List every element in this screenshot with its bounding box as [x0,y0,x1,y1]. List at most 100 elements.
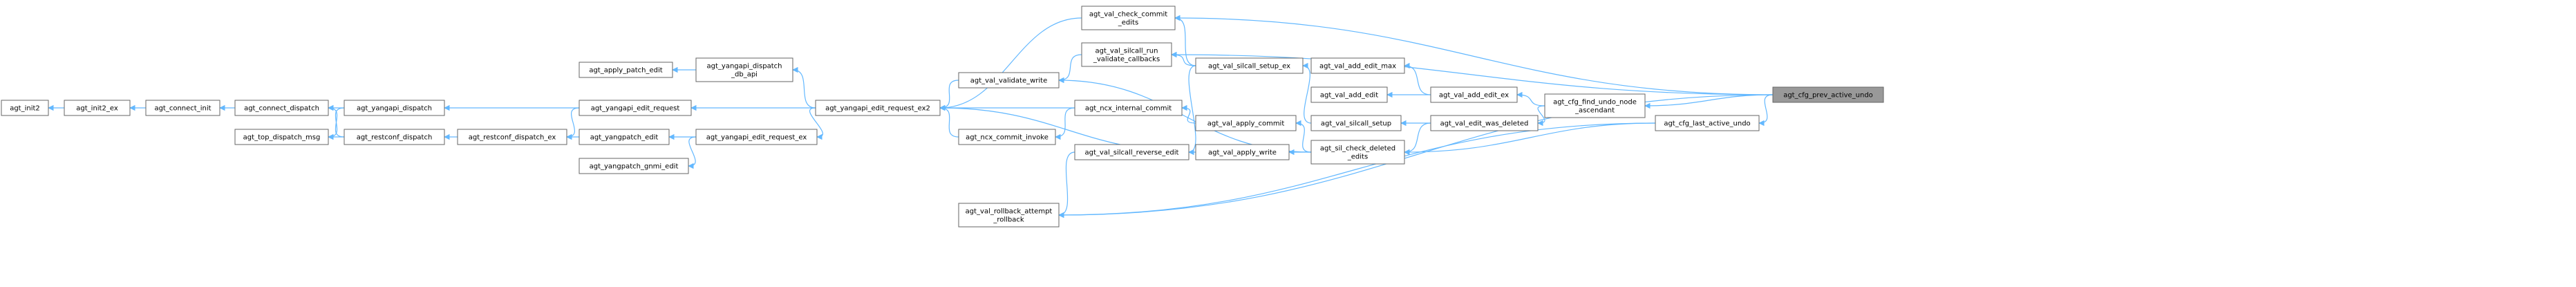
node-label: agt_sil_check_deleted [1320,145,1395,153]
node-box [1,100,49,116]
node-box [958,203,1060,228]
node-agt-val-edit-was-deleted[interactable]: agt_val_edit_was_deleted [1430,115,1539,131]
node-label: agt_yangapi_edit_request_ex [706,134,807,142]
call-edge [1058,122,1656,219]
node-label: agt_val_silcall_setup [1321,120,1391,128]
call-edge [1188,65,1196,156]
node-box [1772,86,1884,103]
node-agt-val-add-edit-max[interactable]: agt_val_add_edit_max [1310,57,1405,74]
node-agt-cfg-find-undo-node-ascendant[interactable]: agt_cfg_find_undo_node_ascendant [1544,93,1646,118]
node-box [1310,115,1402,131]
node-label: _edits [1347,154,1368,161]
node-label: agt_init2 [10,105,40,113]
call-edge [792,66,816,109]
node-label: agt_yangapi_edit_request_ex2 [825,105,930,113]
node-agt-yangpatch-gnmi-edit[interactable]: agt_yangpatch_gnmi_edit [579,158,689,174]
call-edge [1758,94,1774,127]
node-agt-init2[interactable]: agt_init2 [1,100,49,116]
node-label: agt_top_dispatch_msg [243,134,321,142]
call-edge [1174,15,1774,95]
edge-layer [48,15,1774,219]
node-agt-yangapi-edit-request[interactable]: agt_yangapi_edit_request [579,100,692,116]
node-agt-connect-dispatch[interactable]: agt_connect_dispatch [234,100,329,116]
node-agt-val-validate-write[interactable]: agt_val_validate_write [958,72,1060,89]
node-box [579,158,689,174]
node-label: agt_init2_ex [76,105,118,113]
node-agt-cfg-last-active-undo[interactable]: agt_cfg_last_active_undo [1655,115,1760,131]
node-box [815,100,941,116]
node-label: agt_connect_init [154,105,211,113]
call-edge [1516,91,1545,107]
node-label: agt_apply_patch_edit [589,67,662,75]
node-agt-yangapi-edit-request-ex[interactable]: agt_yangapi_edit_request_ex [695,129,818,145]
node-box [344,129,445,145]
call-edge [1302,62,1312,124]
node-label: _validate_callbacks [1093,56,1160,64]
call-edge [1404,62,1431,95]
node-label: agt_connect_dispatch [244,105,319,113]
call-edge [1174,15,1196,66]
node-box [1195,57,1304,74]
node-box [1074,100,1183,116]
node-label: _rollback [993,216,1024,224]
node-agt-val-add-edit-ex[interactable]: agt_val_add_edit_ex [1430,86,1518,103]
node-agt-val-silcall-setup-ex[interactable]: agt_val_silcall_setup_ex [1195,57,1304,74]
node-label: agt_restconf_dispatch_ex [469,134,556,142]
node-agt-yangapi-dispatch[interactable]: agt_yangapi_dispatch [344,100,445,116]
node-label: agt_val_apply_write [1208,149,1277,157]
node-box [1074,144,1190,160]
call-edge [809,107,823,140]
call-edge [1404,122,1431,156]
node-label: agt_restconf_dispatch [357,134,433,142]
node-box [234,100,329,116]
call-edge [939,80,959,111]
node-label: agt_val_edit_was_deleted [1440,120,1529,128]
node-agt-val-apply-write[interactable]: agt_val_apply_write [1195,144,1290,160]
node-label: agt_yangapi_edit_request [591,105,680,113]
node-agt-val-rollback-attempt-rollback[interactable]: agt_val_rollback_attempt_rollback [958,203,1060,228]
node-box [344,100,445,116]
node-box [1430,115,1539,131]
node-agt-yangapi-edit-request-ex2[interactable]: agt_yangapi_edit_request_ex2 [815,100,941,116]
call-edge [1058,151,1075,219]
node-label: agt_cfg_last_active_undo [1664,120,1750,128]
node-label: agt_val_rollback_attempt [966,208,1053,216]
node-agt-ncx-internal-commit[interactable]: agt_ncx_internal_commit [1074,100,1183,116]
node-box [1310,86,1388,103]
node-agt-apply-patch-edit[interactable]: agt_apply_patch_edit [579,62,673,78]
node-label: agt_val_add_edit_max [1319,63,1396,71]
call-edge [1055,107,1075,140]
node-label: agt_cfg_prev_active_undo [1783,92,1873,100]
node-agt-sil-check-deleted-edits[interactable]: agt_sil_check_deleted_edits [1310,140,1405,165]
node-agt-ncx-commit-invoke[interactable]: agt_ncx_commit_invoke [958,129,1056,145]
node-agt-val-silcall-reverse-edit[interactable]: agt_val_silcall_reverse_edit [1074,144,1190,160]
node-box [958,72,1060,89]
node-label: agt_val_add_edit_ex [1439,92,1509,100]
node-agt-val-silcall-setup[interactable]: agt_val_silcall_setup [1310,115,1402,131]
node-box [695,57,793,82]
node-label: _edits [1118,19,1138,27]
node-agt-val-apply-commit[interactable]: agt_val_apply_commit [1195,115,1297,131]
node-agt-yangapi-dispatch-db-api[interactable]: agt_yangapi_dispatch_db_api [695,57,793,82]
node-label: agt_yangpatch_edit [590,134,659,142]
node-label: agt_cfg_find_undo_node [1553,99,1637,107]
node-box [1310,57,1405,74]
node-box [1655,115,1760,131]
node-agt-restconf-dispatch[interactable]: agt_restconf_dispatch [344,129,445,145]
node-agt-top-dispatch-msg[interactable]: agt_top_dispatch_msg [234,129,329,145]
node-box [958,129,1056,145]
node-label: agt_yangpatch_gnmi_edit [590,163,679,171]
call-edge [939,104,959,138]
node-box [457,129,567,145]
node-label: agt_val_silcall_reverse_edit [1085,149,1179,157]
node-agt-connect-init[interactable]: agt_connect_init [145,100,220,116]
node-agt-yangpatch-edit[interactable]: agt_yangpatch_edit [579,129,670,145]
node-label: agt_val_apply_commit [1207,120,1285,128]
node-agt-init2-ex[interactable]: agt_init2_ex [64,100,131,116]
node-agt-val-silcall-run-validate-callbacks[interactable]: agt_val_silcall_run_validate_callbacks [1081,42,1172,67]
node-agt-restconf-dispatch-ex[interactable]: agt_restconf_dispatch_ex [457,129,567,145]
node-agt-val-check-commit-edits[interactable]: agt_val_check_commit_edits [1081,6,1176,30]
call-edge [1537,105,1545,127]
node-agt-val-add-edit[interactable]: agt_val_add_edit [1310,86,1388,103]
